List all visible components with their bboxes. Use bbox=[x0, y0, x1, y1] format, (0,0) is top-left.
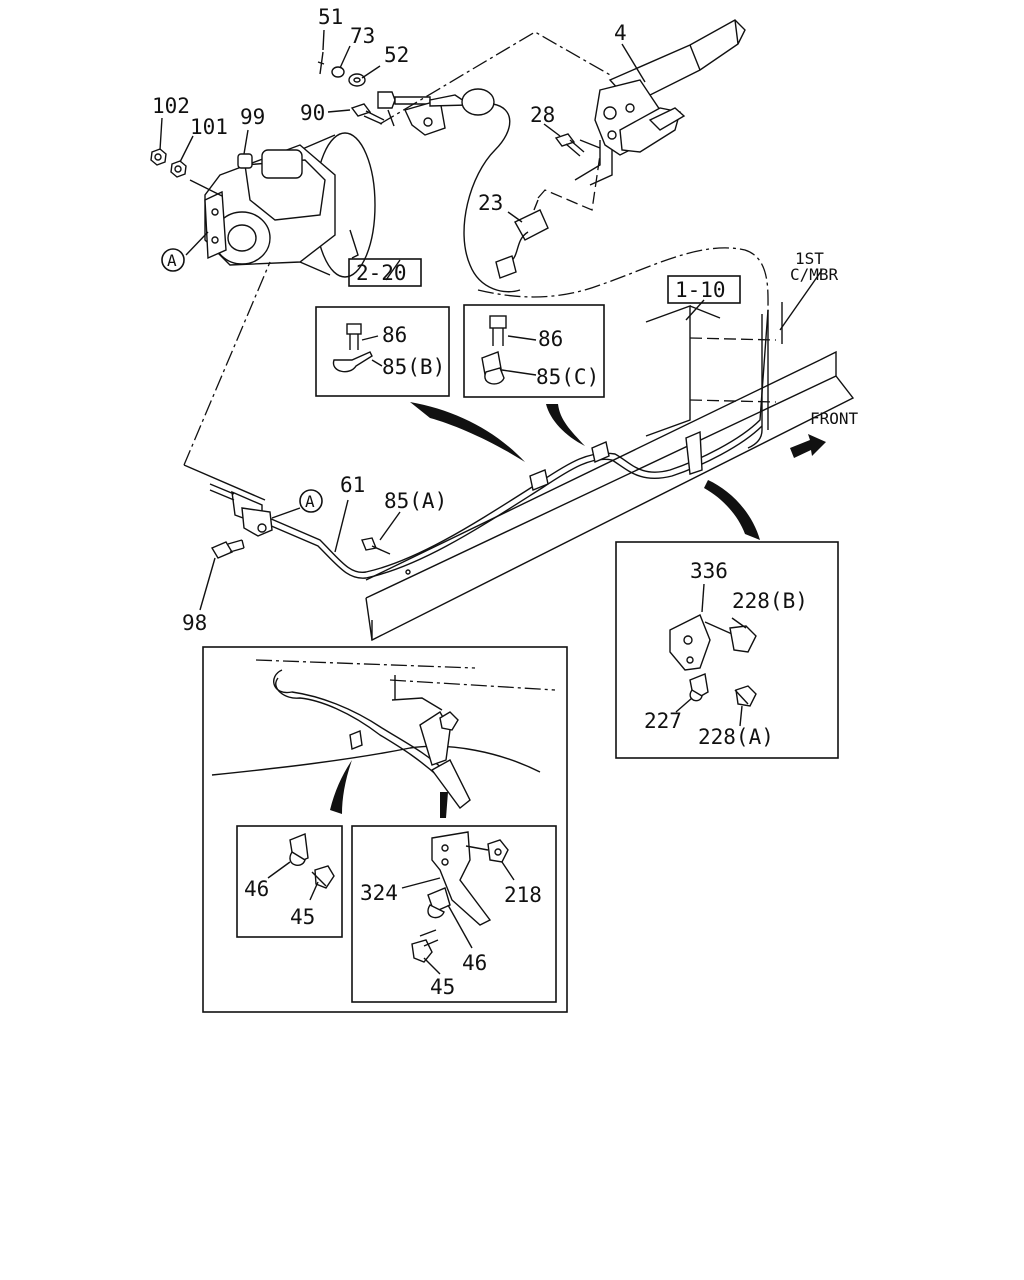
nut-101 bbox=[170, 160, 187, 178]
bolt-98 bbox=[210, 539, 245, 559]
callout-labels: 51 73 52 90 4 102 101 99 28 23 A 2-20 1-… bbox=[152, 5, 859, 999]
callout-228a: 228(A) bbox=[698, 725, 774, 749]
note-first-crossmember-2: C/MBR bbox=[790, 265, 839, 284]
callout-98: 98 bbox=[182, 611, 207, 635]
callout-73: 73 bbox=[350, 24, 375, 48]
detail-box-46-45-left bbox=[236, 825, 343, 938]
callout-45-right: 45 bbox=[430, 975, 455, 999]
callout-46-right: 46 bbox=[462, 951, 487, 975]
reference-line-drum bbox=[183, 261, 271, 466]
bolt-90 bbox=[350, 103, 385, 125]
switch-23 bbox=[495, 154, 601, 279]
front-arrow-icon bbox=[790, 434, 826, 458]
front-label: FRONT bbox=[810, 409, 859, 428]
callout-101: 101 bbox=[190, 115, 228, 139]
marker-a-circle bbox=[299, 489, 323, 513]
leader-lines bbox=[159, 29, 747, 975]
detail-arrows bbox=[330, 402, 760, 818]
callout-46-left: 46 bbox=[244, 877, 269, 901]
marker-a-circle bbox=[161, 248, 185, 272]
detail-box-85b bbox=[315, 306, 450, 397]
detail-box-bracket bbox=[202, 646, 568, 1013]
detail-box-336 bbox=[615, 541, 839, 759]
callout-86-b: 86 bbox=[382, 323, 407, 347]
callout-85b: 85(B) bbox=[382, 355, 445, 379]
clip-85a bbox=[361, 537, 391, 555]
detail-box-324 bbox=[351, 825, 557, 1003]
bolt-28 bbox=[554, 133, 585, 157]
callout-4: 4 bbox=[614, 21, 627, 45]
callout-28: 28 bbox=[530, 103, 555, 127]
callout-90: 90 bbox=[300, 101, 325, 125]
note-first-crossmember-1: 1ST bbox=[795, 249, 824, 268]
reference-box-1-10 bbox=[667, 275, 741, 304]
callout-86-c: 86 bbox=[538, 327, 563, 351]
marker-a-2: A bbox=[305, 492, 315, 511]
brake-drum-assembly bbox=[189, 132, 376, 278]
reference-line-lever bbox=[379, 31, 613, 125]
reference-line-cable bbox=[183, 464, 266, 501]
reference-1-10: 1-10 bbox=[675, 278, 726, 302]
plug-99 bbox=[237, 153, 253, 169]
callout-51: 51 bbox=[318, 5, 343, 29]
reference-line-harness bbox=[477, 247, 769, 311]
callout-102: 102 bbox=[152, 94, 190, 118]
callout-324: 324 bbox=[360, 881, 398, 905]
detail-box-85c bbox=[463, 304, 605, 398]
callout-227: 227 bbox=[644, 709, 682, 733]
parking-brake-lever bbox=[574, 19, 746, 186]
callout-85c: 85(C) bbox=[536, 365, 599, 389]
brake-cable-61 bbox=[209, 309, 769, 579]
lever-linkage bbox=[317, 51, 521, 293]
reference-2-20: 2-20 bbox=[356, 261, 407, 285]
callout-61: 61 bbox=[340, 473, 365, 497]
callout-228b: 228(B) bbox=[732, 589, 808, 613]
nut-102 bbox=[150, 148, 167, 166]
callout-52: 52 bbox=[384, 43, 409, 67]
callout-218: 218 bbox=[504, 883, 542, 907]
callout-336: 336 bbox=[690, 559, 728, 583]
callout-45-left: 45 bbox=[290, 905, 315, 929]
chassis-frame bbox=[365, 269, 855, 642]
callout-85a: 85(A) bbox=[384, 489, 447, 513]
marker-a-1: A bbox=[167, 251, 177, 270]
reference-box-2-20 bbox=[348, 258, 422, 287]
callout-23: 23 bbox=[478, 191, 503, 215]
callout-99: 99 bbox=[240, 105, 265, 129]
